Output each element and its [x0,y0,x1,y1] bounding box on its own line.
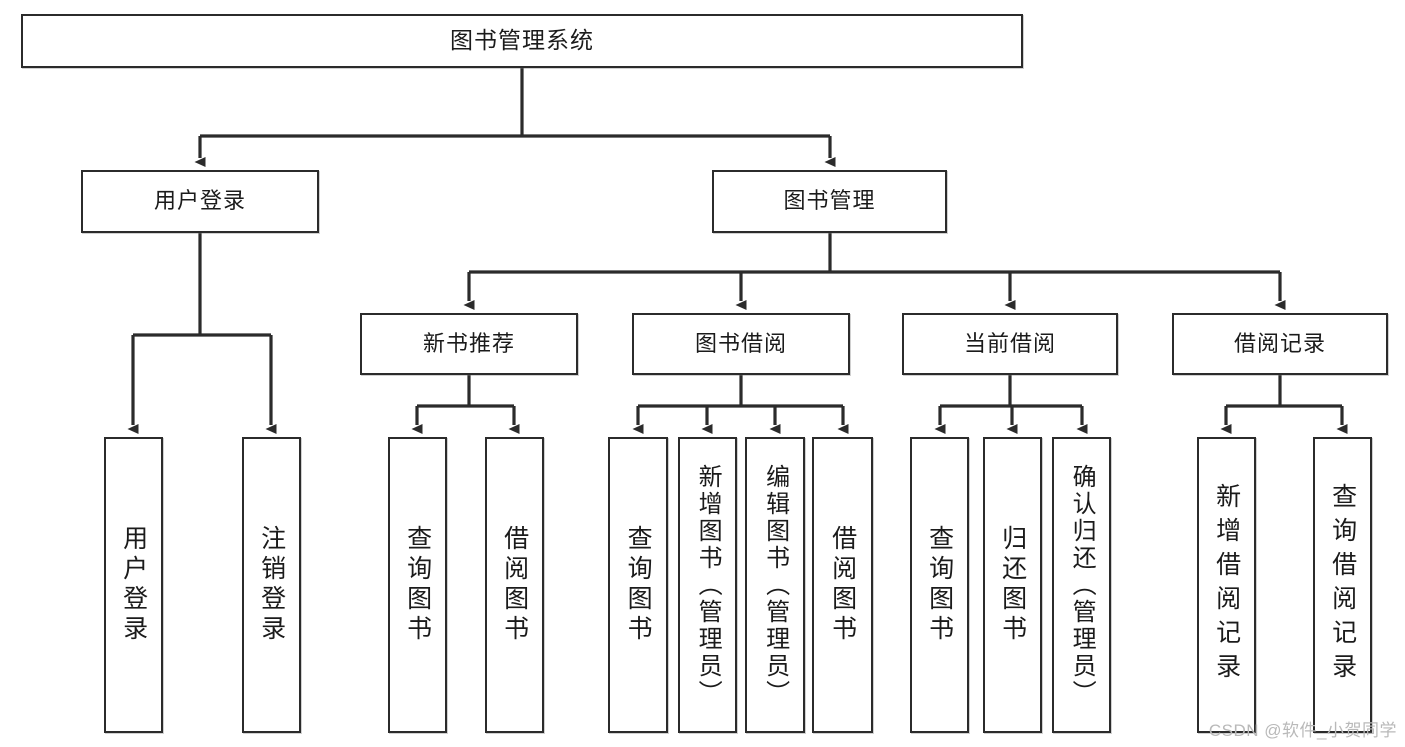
leaf-query-book-recommendation[interactable]: 查询图书 [388,437,447,733]
leaf-confirm-return-admin-label: 确认归还（管理员） [1068,463,1096,707]
node-new-book-recommendation[interactable]: 新书推荐 [360,313,578,375]
leaf-logout-label: 注销登录 [257,525,286,645]
leaf-edit-book-admin-label: 编辑图书（管理员） [761,463,789,707]
leaf-query-borrow-record[interactable]: 查询借阅记录 [1313,437,1372,733]
leaf-add-borrow-record[interactable]: 新增借阅记录 [1197,437,1256,733]
node-borrow-record-label: 借阅记录 [1233,330,1326,356]
leaf-query-book-current[interactable]: 查询图书 [910,437,969,733]
leaf-add-borrow-record-label: 新增借阅记录 [1212,483,1241,687]
leaf-borrow-book-recommendation[interactable]: 借阅图书 [485,437,544,733]
leaf-query-borrow-record-label: 查询借阅记录 [1328,483,1357,687]
leaf-query-book-borrow-label: 查询图书 [624,525,653,645]
leaf-borrow-book-recommendation-label: 借阅图书 [500,525,529,645]
node-borrow-record[interactable]: 借阅记录 [1172,313,1388,375]
leaf-query-book-current-label: 查询图书 [925,525,954,645]
leaf-edit-book-admin[interactable]: 编辑图书（管理员） [745,437,805,733]
leaf-user-login[interactable]: 用户登录 [104,437,163,733]
node-current-borrow[interactable]: 当前借阅 [902,313,1118,375]
node-user-login-label: 用户登录 [153,188,246,214]
leaf-confirm-return-admin[interactable]: 确认归还（管理员） [1052,437,1111,733]
node-user-login[interactable]: 用户登录 [81,170,319,233]
leaf-add-book-admin-label: 新增图书（管理员） [694,463,722,707]
leaf-borrow-book-label: 借阅图书 [828,525,857,645]
leaf-query-book-borrow[interactable]: 查询图书 [608,437,668,733]
leaf-add-book-admin[interactable]: 新增图书（管理员） [678,437,737,733]
watermark: CSDN @软件_小贺同学 [1208,721,1397,740]
node-root[interactable]: 图书管理系统 [21,14,1023,68]
node-root-label: 图书管理系统 [450,27,594,54]
node-book-borrow[interactable]: 图书借阅 [632,313,850,375]
node-current-borrow-label: 当前借阅 [963,330,1056,356]
leaf-borrow-book[interactable]: 借阅图书 [812,437,873,733]
leaf-user-login-label: 用户登录 [119,525,148,645]
node-new-book-recommendation-label: 新书推荐 [422,330,515,356]
leaf-return-book[interactable]: 归还图书 [983,437,1042,733]
node-book-management[interactable]: 图书管理 [712,170,947,233]
node-book-management-label: 图书管理 [783,188,876,214]
leaf-logout[interactable]: 注销登录 [242,437,301,733]
leaf-return-book-label: 归还图书 [998,525,1027,645]
node-book-borrow-label: 图书借阅 [694,330,787,356]
leaf-query-book-recommendation-label: 查询图书 [403,525,432,645]
